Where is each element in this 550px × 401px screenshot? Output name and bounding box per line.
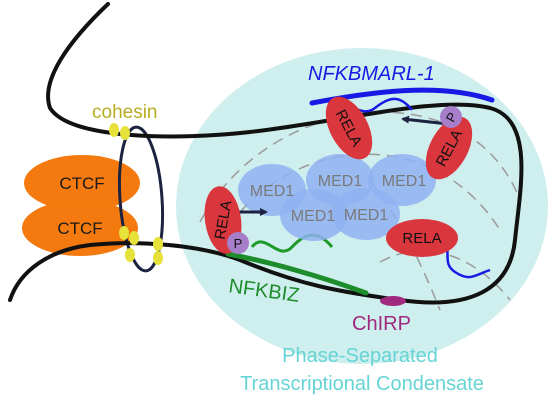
cohesin-bead: [153, 251, 163, 265]
med1-cluster: MED1 MED1 MED1 MED1 MED1: [238, 154, 436, 241]
med1-label: MED1: [382, 173, 427, 190]
ctcf-label-top: CTCF: [59, 174, 104, 193]
med1-blob: [332, 188, 400, 240]
cohesin-bead: [125, 248, 135, 262]
cohesin-bead: [119, 226, 129, 240]
nfkbmarl-label: NFKBMARL-1: [308, 63, 435, 85]
med1-label: MED1: [250, 183, 295, 200]
rela-oval: [325, 96, 373, 160]
ctcf-oval-top: [24, 155, 140, 211]
ctcf-label-bottom: CTCF: [57, 219, 102, 238]
condensate-caption-line2: Transcriptional Condensate: [240, 373, 484, 395]
nfkbiz-locus: [225, 251, 369, 296]
cohesin-bead: [153, 237, 163, 251]
cohesin-ring: [117, 125, 165, 273]
med1-label: MED1: [344, 207, 389, 224]
med1-label: MED1: [291, 208, 336, 225]
cohesin-bead: [120, 126, 130, 140]
condensate-caption-line1: Phase-Separated: [282, 345, 438, 367]
cohesin-bead: [129, 231, 139, 245]
rela-label: RELA: [212, 199, 236, 241]
phosphate-marker: [227, 232, 249, 254]
phosphate-label: P: [234, 236, 243, 251]
med1-label: MED1: [318, 173, 363, 190]
chromatin-fiber: [8, 2, 524, 305]
chirp-mark: [380, 296, 406, 306]
chirp-label: ChIRP: [352, 313, 411, 335]
phosphate-marker: [440, 106, 462, 128]
med1-blob: [280, 189, 348, 241]
rela-label: RELA: [402, 230, 441, 247]
rela-oval: [425, 116, 473, 180]
cohesin-label: cohesin: [92, 102, 158, 123]
cohesin-bead: [109, 123, 119, 137]
rela-oval: [386, 219, 458, 257]
